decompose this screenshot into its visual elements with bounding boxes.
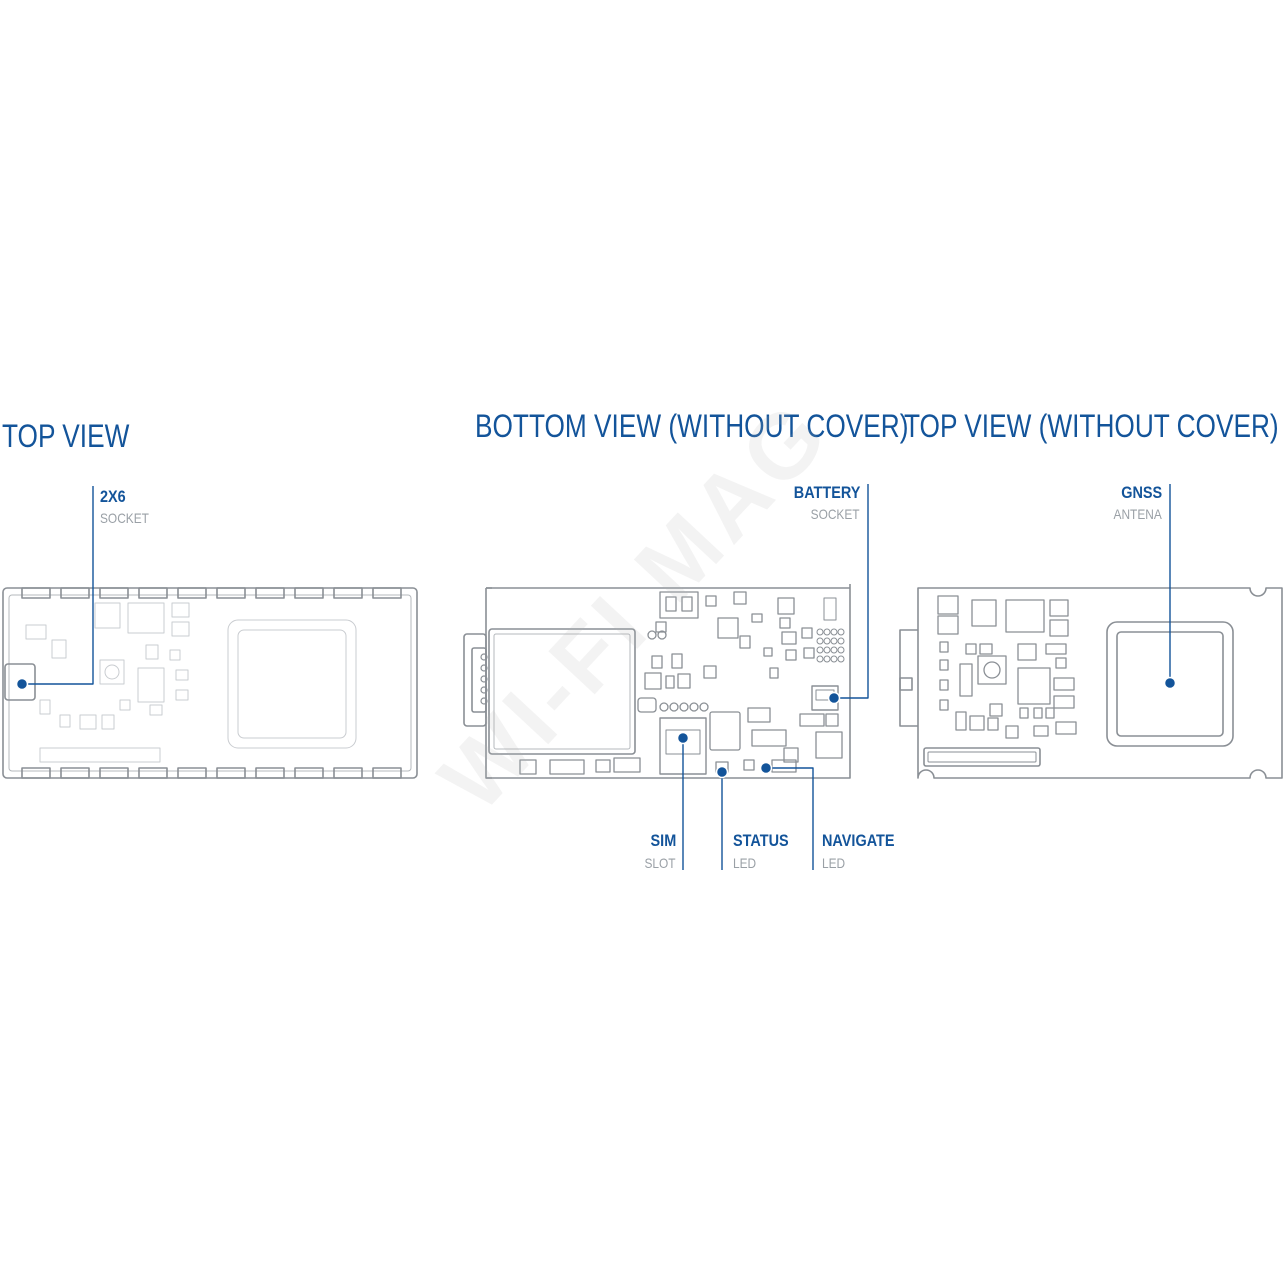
pad [816, 637, 824, 645]
pad [837, 637, 845, 645]
edge-tab [372, 587, 402, 599]
edge-tab [60, 587, 90, 599]
pad [837, 628, 845, 636]
callout-battery-sub: SOCKET [811, 506, 860, 522]
pad [823, 637, 831, 645]
pad [816, 655, 824, 663]
pad [837, 646, 845, 654]
callout-navigate-title: NAVIGATE [822, 831, 895, 850]
pad [830, 628, 838, 636]
pad [823, 646, 831, 654]
edge-tab [216, 767, 246, 779]
title-bottom-view: BOTTOM VIEW (WITHOUT COVER) [475, 408, 909, 444]
pad [830, 646, 838, 654]
edge-tab [138, 587, 168, 599]
title-top-view: TOP VIEW [2, 418, 130, 454]
top-view-device [2, 587, 418, 779]
edge-tab [255, 587, 285, 599]
edge-tab [21, 587, 51, 599]
leader-lines [22, 484, 1171, 870]
edge-tab [294, 767, 324, 779]
edge-tab [216, 587, 246, 599]
pad [830, 637, 838, 645]
pad [837, 655, 845, 663]
edge-tab [255, 767, 285, 779]
top-view-board [899, 587, 1283, 779]
callout-gnss-title: GNSS [1121, 483, 1162, 502]
pad [816, 646, 824, 654]
pad [823, 655, 831, 663]
callout-navigate-sub: LED [822, 855, 846, 871]
pad [816, 628, 824, 636]
callout-status-title: STATUS [733, 831, 789, 850]
edge-tab [99, 767, 129, 779]
bottom-edge-tabs [21, 767, 402, 779]
callout-2x6-sub: SOCKET [100, 510, 149, 526]
edge-tab [372, 767, 402, 779]
callout-status-sub: LED [733, 855, 757, 871]
edge-tab [333, 587, 363, 599]
bottom-view-board [463, 584, 851, 779]
edge-tab [60, 767, 90, 779]
top-edge-tabs [21, 587, 402, 599]
callout-gnss-sub: ANTENA [1113, 506, 1162, 522]
edge-tab [99, 587, 129, 599]
pad [823, 628, 831, 636]
edge-tab [294, 587, 324, 599]
edge-tab [177, 587, 207, 599]
title-top-view-no-cover: TOP VIEW (WITHOUT COVER) [904, 408, 1279, 444]
pad [830, 655, 838, 663]
callout-sim-sub: SLOT [644, 855, 676, 871]
callout-battery-title: BATTERY [793, 483, 860, 502]
callout-2x6-title: 2X6 [100, 487, 126, 506]
callout-sim-title: SIM [650, 831, 676, 850]
edge-tab [138, 767, 168, 779]
edge-tab [333, 767, 363, 779]
edge-tab [21, 767, 51, 779]
edge-tab [177, 767, 207, 779]
callout-dots [15, 676, 1177, 779]
